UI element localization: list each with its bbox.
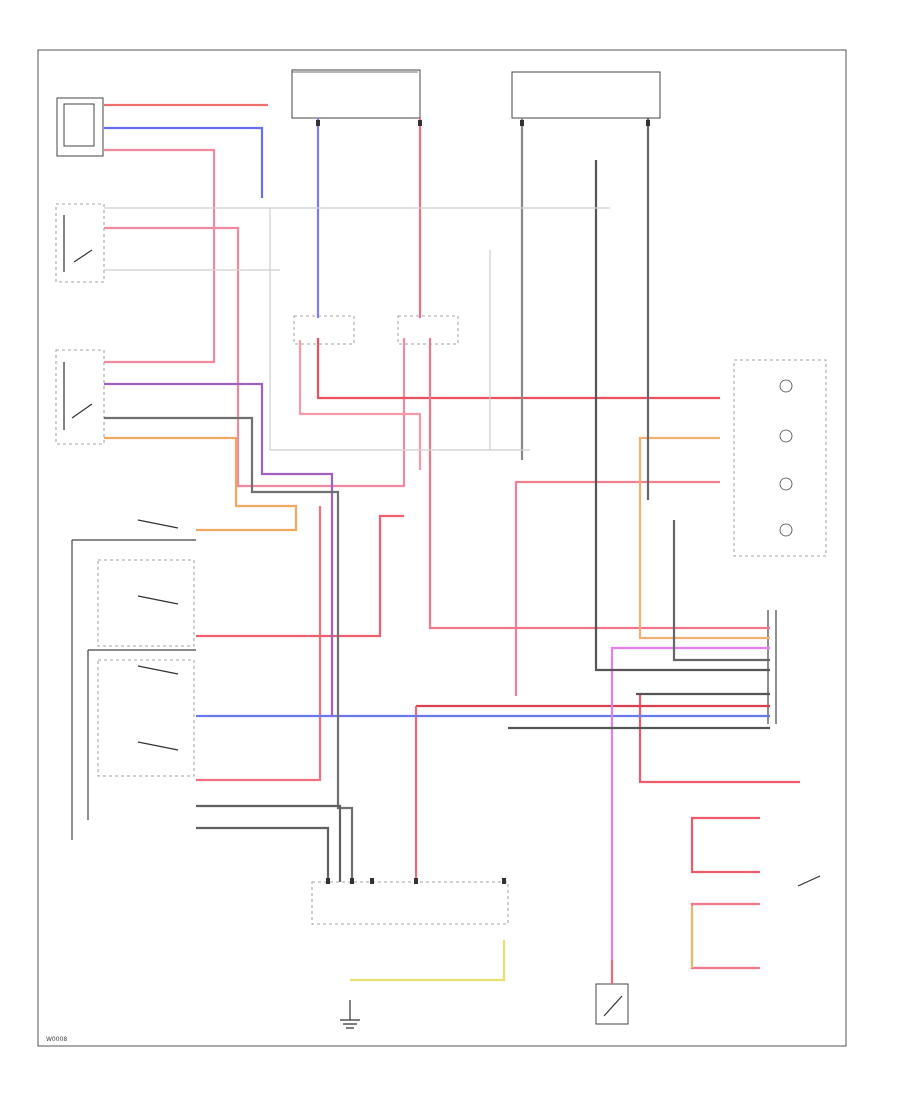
- wire-orange-1: [104, 436, 298, 532]
- guide-lines: [104, 207, 610, 451]
- fuse-box-right: [511, 71, 661, 119]
- wire-yellow-bottom: [350, 940, 506, 982]
- headlight-switch-1: [55, 203, 105, 283]
- ground-symbol-bottom-left: [340, 1000, 360, 1029]
- fuse-box-left: [291, 69, 421, 119]
- headlight-switch-2: [55, 349, 105, 445]
- lower-right-switch: [797, 875, 821, 887]
- wire-pink-cross: [298, 340, 422, 470]
- wire-orange-2: [638, 436, 770, 640]
- combination-switch: [71, 519, 196, 840]
- relay-left: [293, 315, 355, 345]
- lower-center-ground: [595, 983, 629, 1025]
- footer-code: W0008: [46, 1036, 67, 1043]
- wire-grey-4: [594, 160, 770, 672]
- wire-red-main: [316, 338, 720, 400]
- wire-red-pink-2: [104, 226, 406, 488]
- wire-red-horizontal-mid: [514, 480, 720, 696]
- wire-red-lower-mid: [196, 514, 404, 638]
- wire-red-left-vertical: [196, 506, 322, 782]
- wire-red-bottom-right: [638, 694, 800, 784]
- wire-grey-2: [196, 804, 342, 882]
- wire-red-lower-loop: [428, 338, 770, 630]
- sensor-block: [733, 359, 827, 557]
- diagram-frame: [37, 49, 847, 1047]
- light-control-module: [311, 881, 509, 925]
- wire-red-right-3: [690, 902, 760, 970]
- relay-right: [397, 315, 459, 345]
- connector-pins: [316, 120, 650, 884]
- wire-grey-3: [196, 826, 330, 882]
- wire-violet-1: [104, 382, 334, 716]
- horn-relay-box: [56, 97, 104, 157]
- wire-magenta-long: [610, 646, 770, 960]
- wire-grey-6: [672, 520, 770, 662]
- wire-blue-top: [104, 126, 264, 198]
- wire-grey-1: [104, 416, 354, 882]
- wire-red-pink-1: [104, 148, 216, 364]
- wire-red-loop-right: [690, 816, 760, 874]
